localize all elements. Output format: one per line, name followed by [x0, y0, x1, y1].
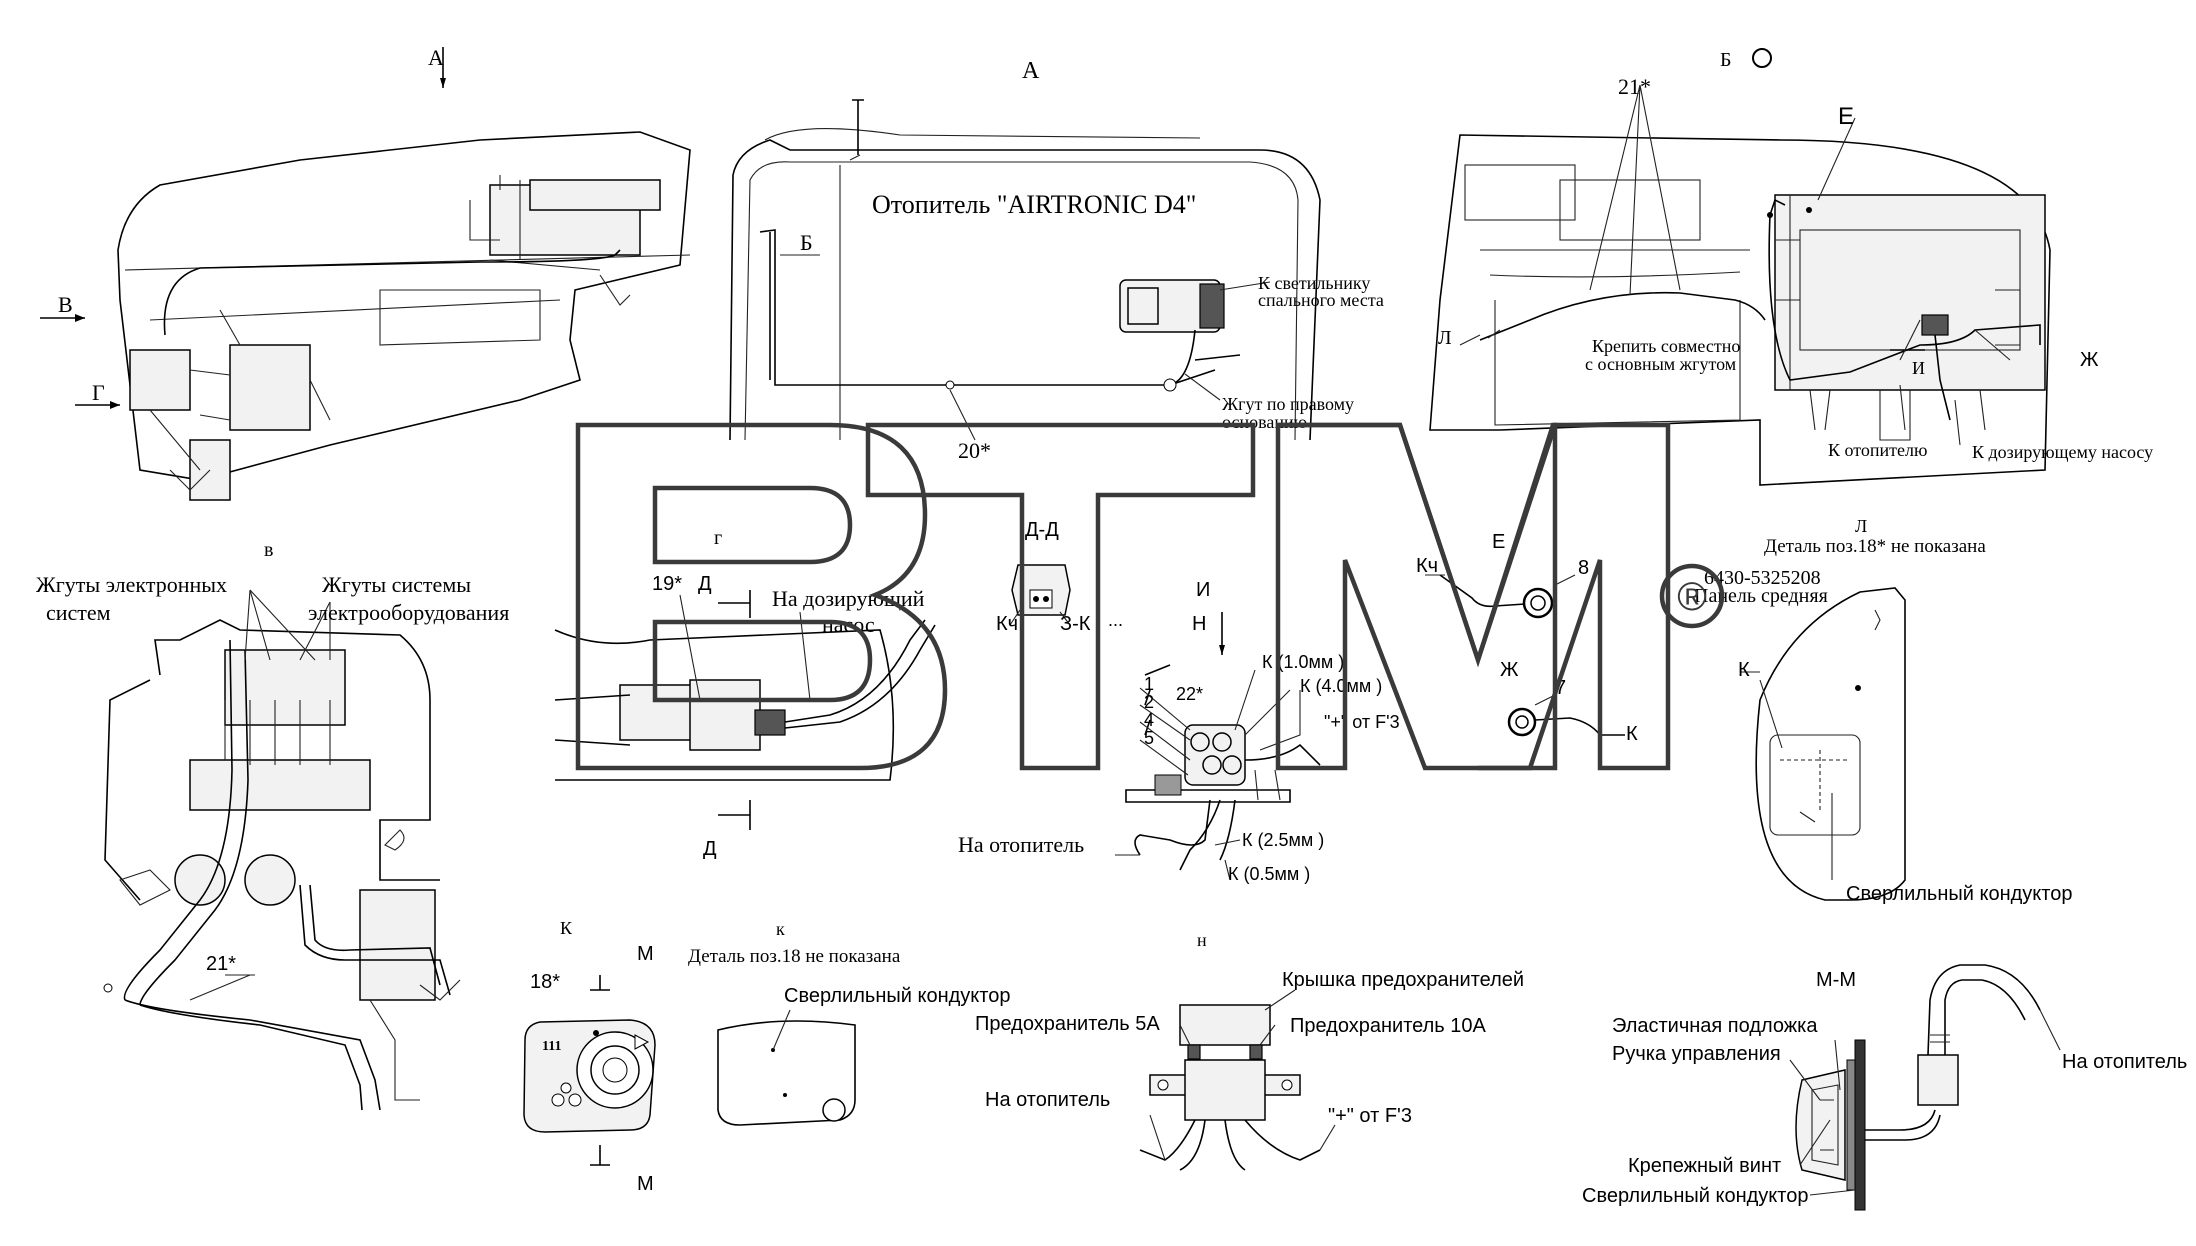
harness-el-line1: Жгуты электронных [36, 572, 227, 597]
harness-sys-line1: Жгуты системы [322, 572, 471, 597]
view-a-cab-rear [729, 99, 1321, 441]
view-b-interior [1429, 48, 2051, 486]
panel-code: 6430-5325208 [1704, 567, 1821, 589]
view-n-fuse-block [1139, 989, 1336, 1171]
watermark-registered: ® [1677, 575, 1706, 619]
harness-right-line2: основанию [1222, 412, 1307, 432]
view-a-center-label: А [1022, 58, 1040, 84]
view-i-fuse-holder [1115, 612, 1321, 881]
view-v-harness [103, 589, 461, 1111]
sleeper-lamp-line1: К светильнику [1258, 273, 1370, 293]
view-l-label: Л [1855, 516, 1867, 536]
plus-f3-i: "+" от F'3 [1324, 712, 1400, 732]
panel-glyph: 111 [542, 1039, 561, 1054]
view-zh-terminal [1507, 694, 1625, 737]
section-m-bottom: М [637, 1173, 654, 1195]
num-1: 1 [1144, 674, 1154, 694]
zh-k: К [1626, 723, 1638, 745]
pos-21-left: 21* [206, 953, 236, 975]
view-n-title: н [1197, 930, 1207, 950]
view-k-label: К [560, 918, 573, 938]
view-g-label: г [714, 527, 722, 549]
dd-zk: З-К [1060, 613, 1091, 635]
pos-8-label: 8 [1578, 557, 1589, 579]
num-2: 2 [1144, 692, 1154, 712]
fasten-line2: с основным жгутом [1585, 354, 1736, 374]
view-i-small: И [1912, 358, 1925, 378]
section-d-bottom: Д [703, 838, 717, 860]
k25-label: К (2.5мм ) [1242, 830, 1324, 850]
to-pump-top: К дозирующему насосу [1972, 442, 2153, 462]
k05-label: К (0.5мм ) [1228, 864, 1310, 884]
pos-7-label: 7 [1555, 677, 1566, 699]
drill-m: Сверлильный кондуктор [1582, 1185, 1808, 1207]
view-v-label: в [264, 539, 273, 561]
dd-dots: ... [1108, 610, 1123, 630]
harness-right-line1: Жгут по правому [1222, 394, 1354, 414]
num-5: 5 [1144, 728, 1154, 748]
view-a-left-label: А [428, 45, 444, 70]
panel-name: Панель средняя [1694, 585, 1828, 607]
sleeper-lamp-line2: спального места [1258, 290, 1384, 310]
drill-k: Сверлильный кондуктор [784, 985, 1010, 1007]
view-dd-label: Д-Д [1025, 519, 1059, 541]
arrow-g-label: Г [92, 380, 105, 405]
dd-kch: Кч [996, 613, 1018, 635]
l-k: К [1738, 659, 1750, 681]
k40-label: К (4.0мм ) [1300, 676, 1382, 696]
detail18-k: Деталь поз.18 не показана [688, 946, 901, 967]
view-zh-label: Ж [1500, 659, 1519, 681]
pos-18-label: 18* [530, 971, 560, 993]
num-4: 4 [1144, 710, 1154, 730]
view-mm-label: М-М [1816, 969, 1856, 991]
view-e-terminal [1425, 574, 1576, 619]
view-i-label: И [1196, 579, 1210, 601]
pos-21-top: 21* [1618, 74, 1651, 99]
view-e-label: Е [1492, 531, 1505, 553]
view-l-small: Л [1438, 327, 1452, 349]
plus-f3-n: "+" от F'3 [1328, 1105, 1412, 1127]
elastic-label: Эластичная подложка [1612, 1015, 1818, 1037]
fasten-line1: Крепить совместно [1592, 336, 1740, 356]
drill-l: Сверлильный кондуктор [1846, 883, 2072, 905]
pos-19-label: 19* [652, 573, 682, 595]
screw-label: Крепежный винт [1628, 1155, 1781, 1177]
harness-sys-line2: электрооборудования [308, 600, 509, 625]
heater-title: Отопитель "AIRTRONIC D4" [872, 190, 1196, 219]
to-heater-top: К отопителю [1828, 440, 1927, 460]
k10-label: К (1.0мм ) [1262, 652, 1344, 672]
harness-el-line2: систем [46, 600, 111, 625]
label-b-center: Б [800, 230, 813, 255]
to-heater-m: На отопитель [2062, 1051, 2187, 1073]
fuse5-label: Предохранитель 5А [975, 1013, 1160, 1035]
view-k2-drill-jig [717, 1009, 856, 1126]
view-zh-right: Ж [2080, 349, 2099, 371]
arrow-v-label: В [58, 292, 73, 317]
detail18-l: Деталь поз.18* не показана [1764, 536, 1986, 557]
to-heater-i: На отопитель [958, 832, 1084, 857]
view-k2-label: к [776, 919, 785, 939]
e-kch: Кч [1416, 555, 1438, 577]
view-dd-connector [1009, 564, 1071, 626]
view-b-label: Б [1720, 49, 1731, 71]
fuse-cover-label: Крышка предохранителей [1282, 969, 1524, 991]
view-k-control-panel [523, 975, 656, 1166]
fuse10-label: Предохранитель 10А [1290, 1015, 1487, 1037]
pos-22-label: 22* [1176, 684, 1203, 704]
view-e-top-label: Е [1838, 103, 1854, 130]
view-a-cab-side [40, 47, 691, 501]
btm-watermark [575, 422, 1725, 771]
view-mm-section [1789, 964, 2061, 1211]
pos-20-label: 20* [958, 438, 991, 463]
view-n-label: Н [1192, 613, 1206, 635]
view-l-panel [1740, 587, 1906, 901]
section-m-top: М [637, 943, 654, 965]
view-g-dosing [554, 590, 936, 830]
section-d-top: Д [698, 573, 712, 595]
to-heater-n: На отопитель [985, 1089, 1110, 1111]
knob-label: Ручка управления [1612, 1043, 1781, 1065]
